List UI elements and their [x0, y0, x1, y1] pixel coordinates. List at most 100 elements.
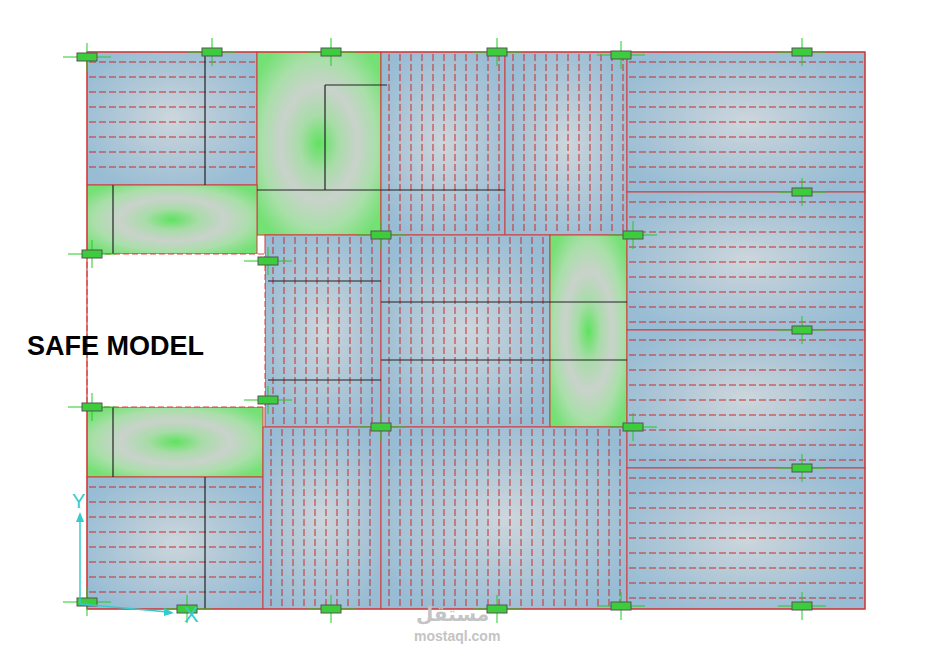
axis-label: Y	[72, 491, 85, 511]
strip-line	[629, 568, 863, 569]
strip-line	[521, 237, 522, 425]
strip-line	[370, 429, 371, 607]
strip-line	[89, 77, 255, 78]
strip-line	[535, 54, 536, 233]
strip-line	[629, 508, 863, 509]
strip-line	[400, 54, 401, 233]
column-marker	[597, 592, 645, 620]
slab-panel	[87, 52, 257, 185]
strip-line	[282, 429, 283, 607]
strip-line	[455, 429, 456, 607]
strip-line	[466, 429, 467, 607]
strip-line	[629, 340, 863, 341]
strip-line	[629, 77, 863, 78]
slab-panel	[257, 52, 381, 235]
column-marker	[188, 38, 236, 66]
strip-line	[89, 167, 255, 168]
strip-line	[629, 538, 863, 539]
beam-line	[268, 280, 381, 281]
strip-line	[89, 517, 261, 518]
strip-line	[400, 237, 401, 425]
slab-panel	[263, 427, 381, 609]
strip-line	[629, 322, 863, 323]
strip-line	[271, 429, 272, 607]
strip-line	[466, 54, 467, 233]
beam-line	[204, 477, 205, 609]
strip-line	[629, 307, 863, 308]
strip-line	[629, 277, 863, 278]
column-marker	[778, 592, 826, 620]
strip-line	[372, 237, 373, 425]
column-marker	[357, 413, 405, 441]
strip-line	[422, 54, 423, 233]
strip-line	[293, 429, 294, 607]
strip-line	[89, 577, 261, 578]
strip-line	[620, 429, 621, 607]
slab-panel	[381, 52, 505, 235]
strip-line	[422, 429, 423, 607]
slab-panel	[505, 52, 627, 235]
strip-line	[587, 429, 588, 607]
slab-panels	[87, 52, 865, 609]
strip-line	[315, 429, 316, 607]
beam-line	[112, 407, 113, 477]
strip-line	[579, 54, 580, 233]
strip-line	[284, 237, 285, 425]
strip-line	[350, 237, 351, 425]
slab-panel	[87, 185, 257, 254]
strip-line	[89, 122, 255, 123]
watermark: مستقل	[416, 604, 489, 624]
strip-line	[499, 237, 500, 425]
strip-line	[629, 137, 863, 138]
strip-line	[513, 54, 514, 233]
strip-line	[565, 429, 566, 607]
strip-line	[389, 429, 390, 607]
strip-line	[488, 237, 489, 425]
strip-line	[389, 237, 390, 425]
strip-line	[488, 429, 489, 607]
strip-line	[629, 598, 863, 599]
strip-line	[629, 247, 863, 248]
strip-line	[629, 262, 863, 263]
strip-line	[554, 429, 555, 607]
strip-line	[629, 217, 863, 218]
beam-line	[325, 84, 387, 85]
strip-line	[499, 429, 500, 607]
strip-line	[629, 370, 863, 371]
column-marker	[244, 386, 292, 414]
column-marker	[68, 240, 116, 268]
strip-line	[629, 232, 863, 233]
strip-line	[411, 429, 412, 607]
strip-line	[629, 430, 863, 431]
strip-line	[510, 429, 511, 607]
axis-label: X	[184, 604, 199, 626]
strip-line	[629, 202, 863, 203]
strip-line	[89, 137, 255, 138]
column-marker	[609, 413, 657, 441]
strip-line	[359, 429, 360, 607]
slab-panel	[550, 235, 627, 427]
column-marker	[68, 393, 116, 421]
strip-line	[433, 429, 434, 607]
strip-line	[477, 429, 478, 607]
strip-line	[629, 385, 863, 386]
strip-line	[444, 54, 445, 233]
strip-line	[601, 54, 602, 233]
strip-line	[328, 237, 329, 425]
axis-triad	[76, 512, 174, 616]
column-marker	[597, 41, 645, 69]
column-marker	[63, 43, 111, 71]
strip-line	[477, 54, 478, 233]
beam-line	[112, 185, 113, 254]
strip-line	[433, 54, 434, 233]
beam-line	[324, 85, 325, 190]
model-title: SAFE MODEL	[27, 333, 204, 360]
strip-line	[510, 237, 511, 425]
strip-line	[546, 54, 547, 233]
strip-line	[568, 54, 569, 233]
strip-line	[629, 182, 863, 183]
column-marker	[778, 454, 826, 482]
slab-panel	[627, 330, 865, 468]
strip-line	[89, 562, 261, 563]
slab-outline	[87, 52, 865, 609]
